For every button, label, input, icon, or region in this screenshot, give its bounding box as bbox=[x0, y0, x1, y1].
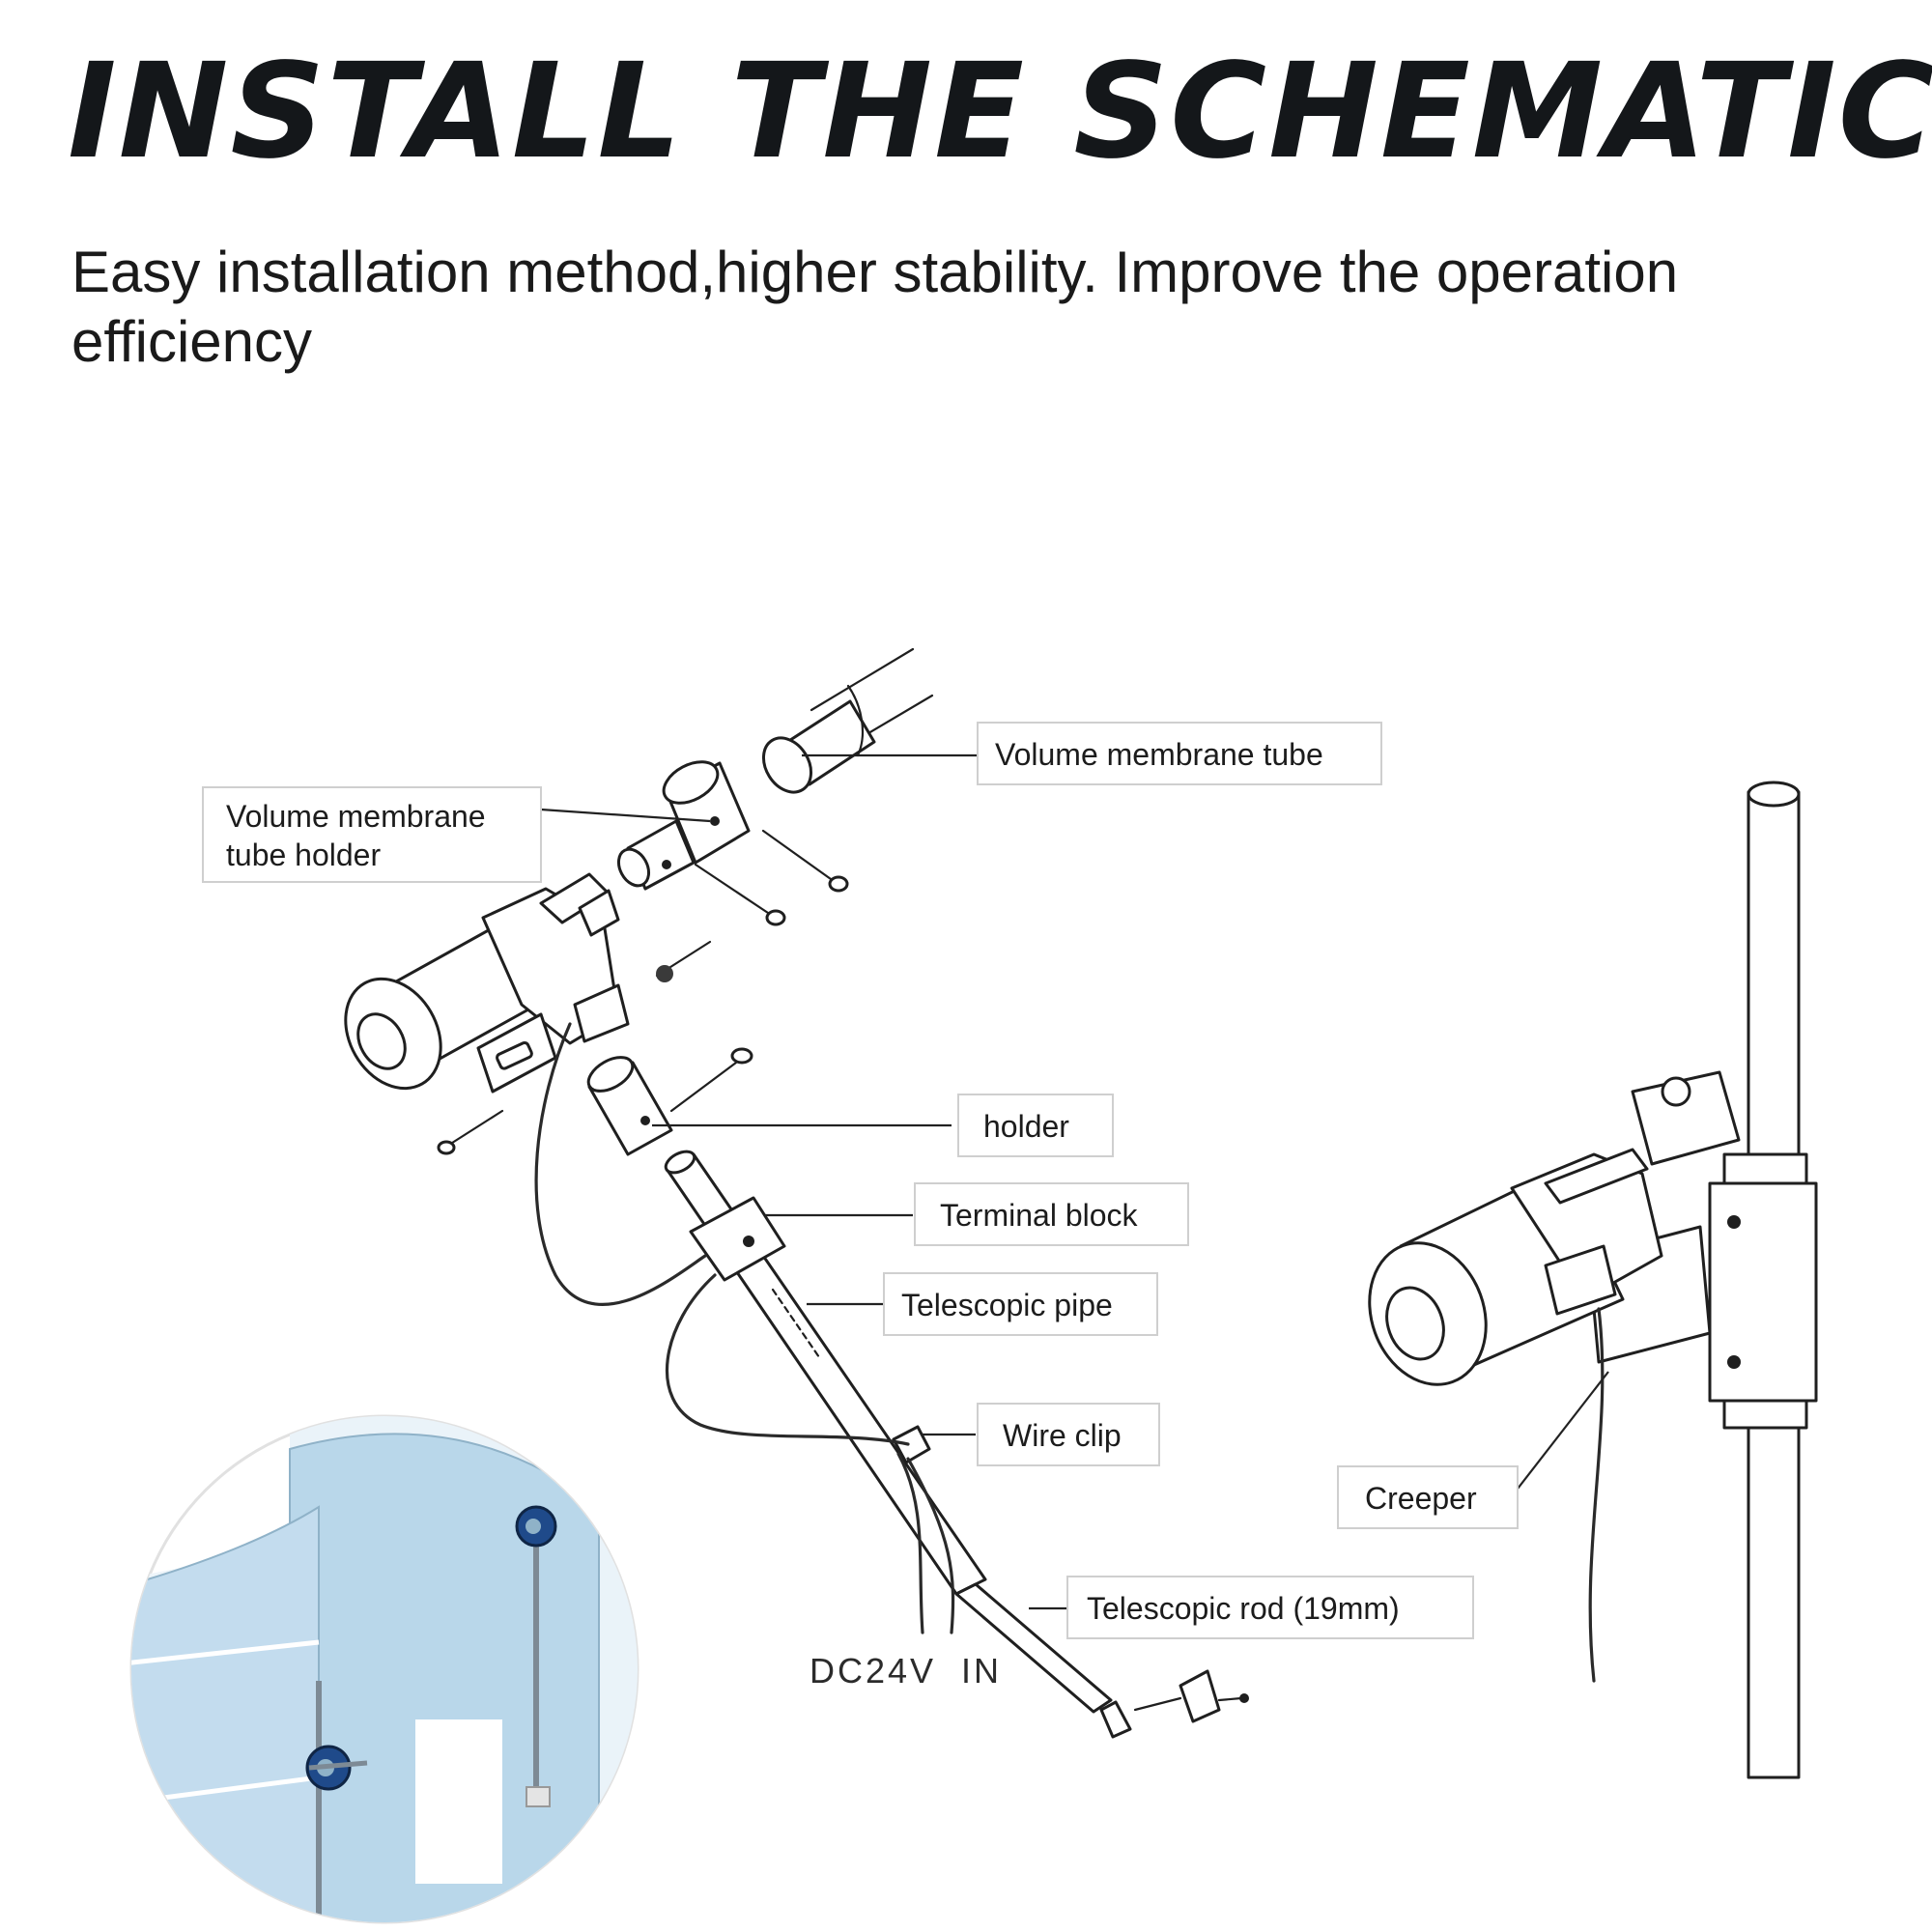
label-wire-clip: Wire clip bbox=[977, 1403, 1160, 1466]
svg-text:Terminal block: Terminal block bbox=[940, 1198, 1139, 1233]
tube-holder-part bbox=[616, 760, 751, 891]
svg-text:Telescopic rod (19mm): Telescopic rod (19mm) bbox=[1087, 1591, 1400, 1626]
label-volume-membrane-tube: Volume membrane tube bbox=[977, 722, 1382, 785]
svg-text:Creeper: Creeper bbox=[1365, 1481, 1477, 1516]
holder-part bbox=[586, 1056, 673, 1156]
label-holder: holder bbox=[957, 1094, 1114, 1157]
svg-text:tube holder: tube holder bbox=[226, 838, 381, 872]
svg-text:Volume membrane: Volume membrane bbox=[226, 799, 486, 834]
label-creeper: Creeper bbox=[1337, 1465, 1519, 1529]
label-volume-membrane-tube-holder: Volume membrane tube holder bbox=[202, 786, 542, 883]
svg-text:Volume membrane tube: Volume membrane tube bbox=[995, 737, 1323, 772]
label-terminal-block: Terminal block bbox=[914, 1182, 1189, 1246]
terminal-block-part bbox=[689, 1196, 786, 1282]
volume-membrane-tube-part bbox=[761, 647, 934, 794]
power-input-label: DC24V IN bbox=[810, 1651, 1002, 1690]
greenhouse-installation-photo bbox=[129, 1414, 639, 1924]
label-telescopic-pipe: Telescopic pipe bbox=[883, 1272, 1158, 1336]
page-title: INSTALL THE SCHEMATIC bbox=[68, 36, 1932, 188]
svg-text:Telescopic pipe: Telescopic pipe bbox=[901, 1288, 1113, 1322]
motor-assembly-mounted bbox=[1368, 781, 1818, 1779]
motor-assembly-exploded bbox=[344, 647, 1249, 1739]
svg-text:holder: holder bbox=[983, 1109, 1069, 1144]
page-subtitle: Easy installation method,higher stabilit… bbox=[71, 240, 1679, 374]
motor-part bbox=[344, 872, 630, 1094]
svg-text:Wire clip: Wire clip bbox=[1003, 1418, 1122, 1453]
label-telescopic-rod: Telescopic rod (19mm) bbox=[1066, 1576, 1474, 1639]
